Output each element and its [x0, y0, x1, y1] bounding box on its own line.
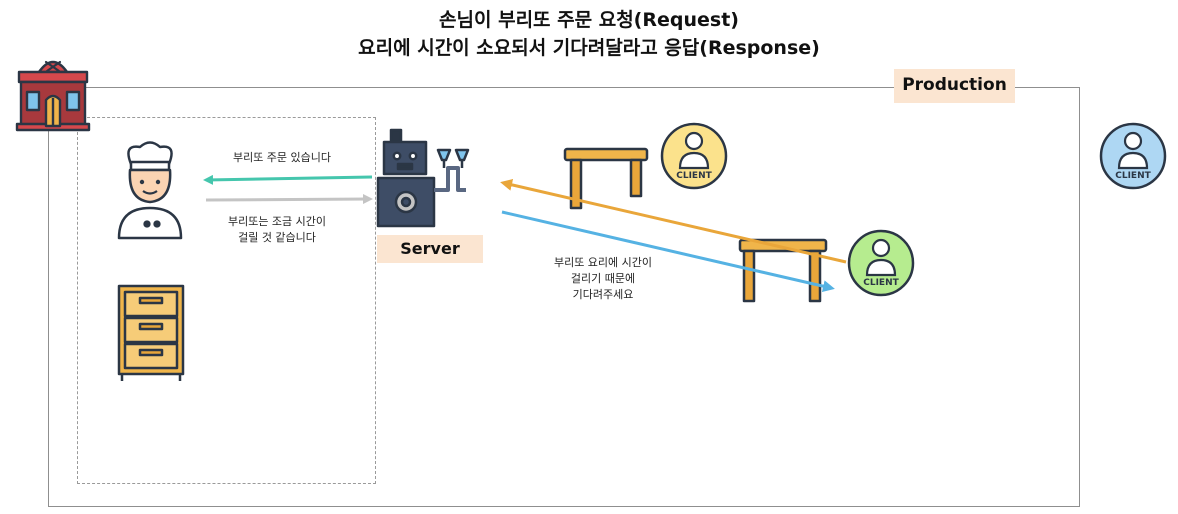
- client-label: CLIENT: [676, 171, 712, 181]
- client-label: CLIENT: [863, 278, 899, 288]
- note-order-received: 부리또 주문 있습니다: [232, 151, 332, 164]
- arrow-chef-to-server: [205, 194, 373, 205]
- note-takes-time: 부리또는 조금 시간이 걸릴 것 같습니다: [227, 215, 327, 244]
- cabinet-icon: [117, 284, 185, 381]
- title-line-1: 손님이 부리또 주문 요청(Request): [439, 9, 739, 31]
- server-robot-icon: [376, 128, 470, 228]
- table-icon-top: [563, 147, 649, 210]
- kitchen-area: [77, 117, 376, 484]
- production-label: Production: [894, 69, 1015, 103]
- restaurant-icon: [15, 60, 91, 132]
- chef-icon: [117, 141, 183, 240]
- client-icon-waiting: CLIENT: [1099, 122, 1167, 190]
- client-icon-seated-2: CLIENT: [847, 229, 915, 297]
- arrow-order-to-chef: [203, 174, 373, 185]
- title-line-2: 요리에 시간이 소요되서 기다려달라고 응답(Response): [358, 37, 820, 59]
- table-icon-bottom: [738, 238, 828, 303]
- client-icon-seated-1: CLIENT: [660, 122, 728, 190]
- client-label: CLIENT: [1115, 171, 1151, 181]
- production-frame: [48, 87, 1080, 507]
- note-please-wait: 부리또 요리에 시간이 걸리기 때문에 기다려주세요: [553, 256, 653, 301]
- server-label: Server: [377, 235, 483, 263]
- arrow-server-response: [501, 210, 835, 293]
- arrow-client-request: [500, 178, 847, 264]
